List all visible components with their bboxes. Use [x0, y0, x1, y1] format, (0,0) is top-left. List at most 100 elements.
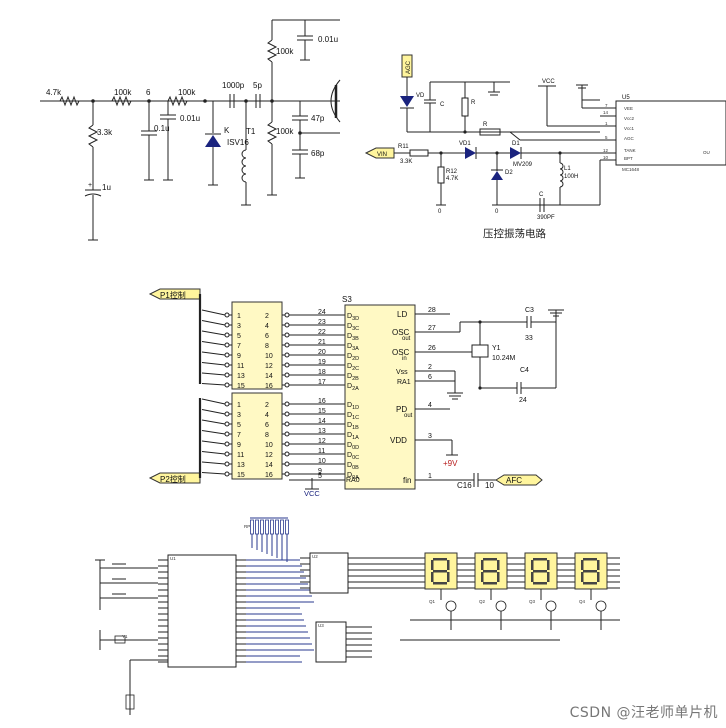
svg-text:Q1: Q1 [429, 599, 436, 604]
p1-label: P1控制 [160, 290, 186, 300]
svg-text:12: 12 [265, 452, 273, 459]
svg-text:1: 1 [428, 473, 432, 480]
r12-value: 4.7K [446, 176, 458, 182]
svg-text:BPT: BPT [624, 156, 633, 161]
svg-text:7: 7 [237, 432, 241, 439]
svg-text:D2B: D2B [347, 373, 359, 382]
svg-text:R: R [483, 122, 488, 128]
svg-text:24: 24 [519, 397, 527, 404]
svg-text:8: 8 [265, 432, 269, 439]
svg-text:3: 3 [428, 433, 432, 440]
svg-text:16: 16 [265, 383, 273, 390]
svg-text:VEE: VEE [624, 106, 633, 111]
r-vco-label: R [471, 100, 476, 106]
svg-text:5: 5 [318, 473, 322, 480]
svg-text:9: 9 [237, 442, 241, 449]
svg-text:fin: fin [403, 476, 411, 485]
c390-label: C [539, 192, 544, 198]
svg-text:6: 6 [265, 422, 269, 429]
c-0u01-label: 0.01u [180, 114, 200, 123]
svg-text:0: 0 [438, 209, 442, 215]
svg-text:10: 10 [318, 458, 326, 465]
l1-label: L1 [564, 166, 571, 172]
svg-text:RP: RP [244, 524, 250, 529]
svg-text:5: 5 [605, 135, 608, 140]
mcu-chip [167, 554, 237, 668]
svg-text:VDD: VDD [390, 436, 407, 445]
p2-label: P2控制 [160, 474, 186, 484]
svg-text:15: 15 [237, 383, 245, 390]
svg-text:4: 4 [265, 412, 269, 419]
r-100k-b-label: 100k [178, 88, 196, 97]
c-68p-label: 68p [311, 149, 325, 158]
svg-text:22: 22 [318, 329, 326, 336]
r12-label: R12 [446, 169, 458, 175]
r11-label: R11 [398, 144, 409, 150]
svg-text:12: 12 [603, 148, 609, 153]
svg-text:D2A: D2A [347, 383, 359, 392]
c-vco-label: C [440, 102, 445, 108]
svg-text:LD: LD [397, 310, 407, 319]
seven-segment-display: Q1 [424, 552, 458, 630]
svg-text:D1D: D1D [347, 402, 359, 411]
svg-text:10.24M: 10.24M [492, 355, 516, 362]
j2-connector [231, 392, 283, 480]
svg-text:D2D: D2D [347, 353, 359, 362]
r-100k-top-label: 100k [276, 47, 294, 56]
svg-text:D1C: D1C [347, 412, 359, 421]
svg-text:out: out [404, 413, 413, 419]
svg-text:14: 14 [603, 110, 609, 115]
u3-chip [315, 621, 347, 663]
svg-text:9: 9 [318, 468, 322, 475]
svg-text:10: 10 [265, 353, 273, 360]
svg-text:14: 14 [265, 462, 273, 469]
svg-text:28: 28 [428, 307, 436, 314]
svg-text:6: 6 [265, 333, 269, 340]
svg-text:11: 11 [237, 363, 244, 370]
c-5p-label: 5p [253, 81, 262, 90]
svg-text:Vss: Vss [396, 369, 408, 376]
vco-circuit: AGC VD C R R VCC U5 VE [364, 54, 726, 240]
r-100k-r-label: 100k [276, 127, 294, 136]
svg-text:5: 5 [237, 333, 241, 340]
svg-text:24: 24 [318, 309, 326, 316]
svg-text:3: 3 [237, 323, 241, 330]
r-4k7-label: 4.7k [46, 88, 62, 97]
svg-text:RA1: RA1 [397, 379, 411, 386]
d2-label: D2 [505, 170, 513, 176]
t1-label: T1 [246, 127, 256, 136]
svg-text:11: 11 [318, 448, 325, 455]
c-0u01-top-label: 0.01u [318, 35, 338, 44]
svg-text:1: 1 [605, 121, 608, 126]
mv209-label: MV209 [513, 162, 533, 168]
u5-label: U5 [622, 95, 630, 101]
svg-text:D3B: D3B [347, 333, 359, 342]
svg-text:6: 6 [428, 374, 432, 381]
c-1u-label: 1u [102, 183, 111, 192]
rf-front-end: 4.7k 100k 6 100k 1000p 5p 3.3k + 1u 0.1u [40, 19, 341, 241]
svg-text:out: out [402, 336, 411, 342]
svg-text:11: 11 [237, 452, 244, 459]
afc-tag [495, 474, 543, 486]
svg-text:D3D: D3D [347, 313, 359, 322]
svg-text:D2C: D2C [347, 363, 359, 372]
svg-text:D0B: D0B [347, 462, 359, 471]
c-0u1-label: 0.1u [154, 124, 170, 133]
svg-text:Y1: Y1 [492, 345, 501, 352]
k-label: K [224, 126, 230, 135]
c-47p-label: 47p [311, 114, 325, 123]
s3-chip [344, 304, 416, 490]
svg-text:AGC: AGC [624, 136, 635, 141]
svg-text:+: + [88, 182, 92, 189]
svg-text:D0C: D0C [347, 452, 359, 461]
svg-text:15: 15 [318, 408, 326, 415]
vin-label: VIN [377, 152, 387, 158]
svg-text:PD: PD [396, 405, 407, 414]
seven-segment-display: Q3 [524, 552, 558, 630]
u2-chip [309, 552, 349, 594]
svg-text:Q4: Q4 [579, 599, 586, 604]
r-3k3-label: 3.3k [97, 128, 113, 137]
svg-text:D0D: D0D [347, 442, 359, 451]
svg-text:8: 8 [265, 343, 269, 350]
